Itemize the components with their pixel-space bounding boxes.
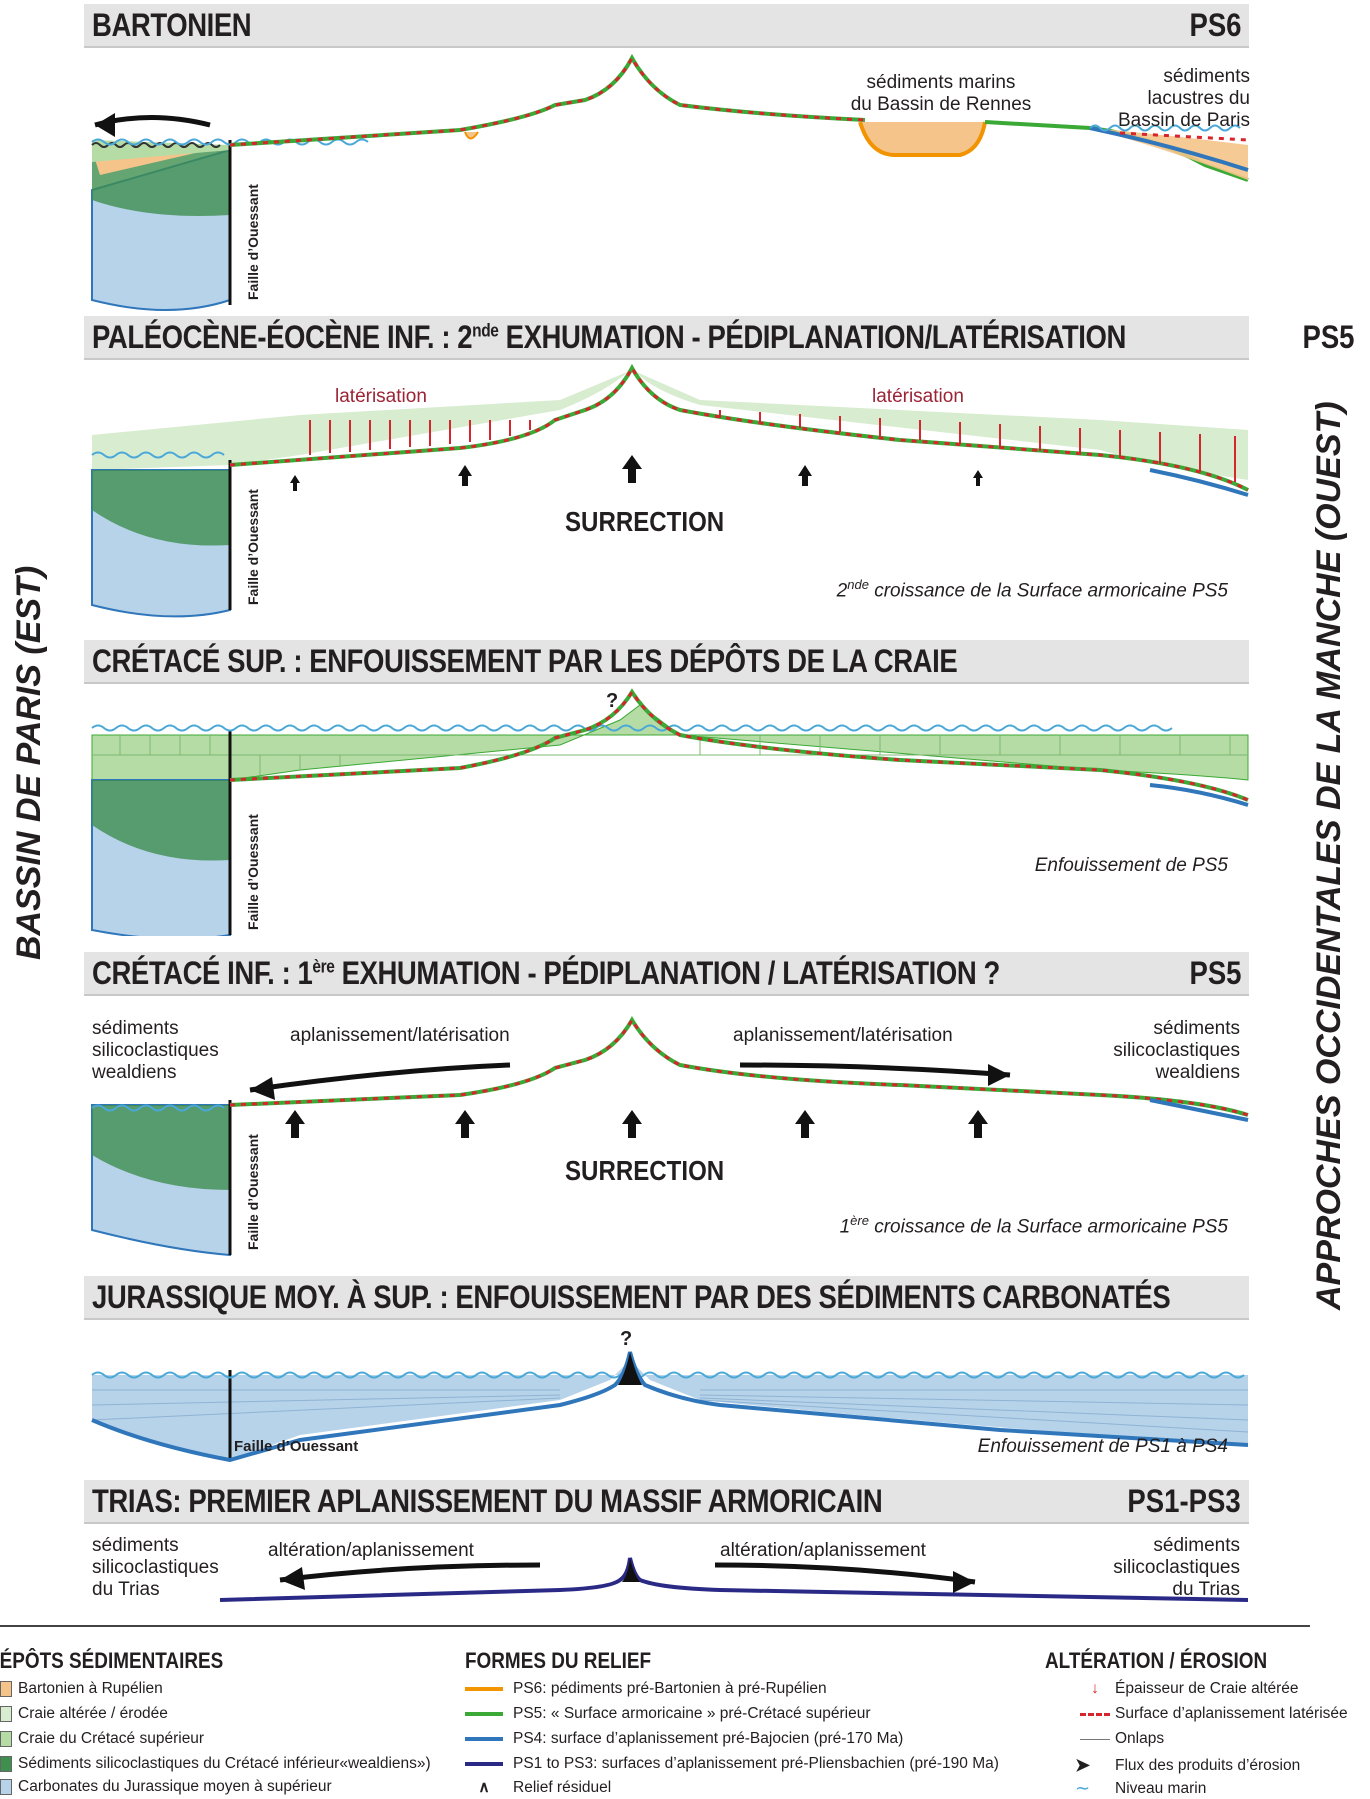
panel-code: PS6 <box>1188 6 1241 43</box>
label-laterisation-right: latérisation <box>872 386 964 407</box>
label-flow-right: aplanissement/latérisation <box>733 1025 953 1046</box>
cross-section-cretace-inf <box>91 1016 1249 1257</box>
caption-cretace-inf: 1ère croissance de la Surface armoricain… <box>839 1213 1228 1238</box>
fault-label-horizontal: Faille d’Ouessant <box>234 1438 359 1455</box>
legend-item-alteration: ∼Niveau marin <box>1075 1778 1207 1798</box>
legend-item-deposit: Sédiments silicoclastiques du Crétacé in… <box>0 1755 431 1773</box>
residual-relief-icon: ∧ <box>478 1779 490 1796</box>
label-flow-right: altération/aplanissement <box>720 1540 926 1561</box>
panel-title: PALÉOCÈNE-ÉOCÈNE INF. : 2nde EXHUMATION … <box>92 318 1126 355</box>
fault-label: Faille d’Ouessant <box>245 814 261 930</box>
panel-header-cretace-sup: CRÉTACÉ SUP. : ENFOUISSEMENT PAR LES DÉP… <box>84 640 1249 684</box>
fault-label: Faille d’Ouessant <box>245 489 261 605</box>
label-flow-left: altération/aplanissement <box>268 1540 474 1561</box>
legend-item-alteration: ↓Épaisseur de Craie altérée <box>1075 1680 1298 1698</box>
legend-item-alteration: Onlaps <box>1075 1730 1164 1748</box>
legend-divider <box>0 1625 1310 1627</box>
panel-title: TRIAS: PREMIER APLANISSEMENT DU MASSIF A… <box>92 1482 883 1519</box>
label-flow-left: aplanissement/latérisation <box>290 1025 510 1046</box>
red-arrow-icon: ↓ <box>1091 1680 1099 1697</box>
panel-header-jurassique: JURASSIQUE MOY. À SUP. : ENFOUISSEMENT P… <box>84 1276 1249 1320</box>
panel-title: CRÉTACÉ SUP. : ENFOUISSEMENT PAR LES DÉP… <box>92 642 958 679</box>
sea-level-icon: ∼ <box>1075 1778 1091 1798</box>
panel-header-bartonien: BARTONIEN PS6 <box>84 4 1249 48</box>
legend-item-relief: PS5: « Surface armoricaine » pré-Crétacé… <box>465 1705 871 1723</box>
legend-title-relief: FORMES DU RELIEF <box>465 1648 652 1673</box>
legend-item-alteration: ➤Flux des produits d’érosion <box>1075 1755 1301 1775</box>
cross-section-trias <box>219 1557 1249 1602</box>
label-uplift: SURRECTION <box>565 506 725 537</box>
panel-title: CRÉTACÉ INF. : 1ère EXHUMATION - PÉDIPLA… <box>92 954 1000 991</box>
caption-jurassique: Enfouissement de PS1 à PS4 <box>977 1436 1228 1457</box>
panel-code: PS1-PS3 <box>1127 1482 1241 1519</box>
cross-section-jurassique <box>91 1351 1249 1463</box>
legend-title-deposits: DÉPÔTS SÉDIMENTAIRES <box>0 1648 224 1673</box>
legend-item-deposit: Craie du Crétacé supérieur <box>0 1730 204 1748</box>
label-rennes-sediments: sédiments marins du Bassin de Rennes <box>850 72 1032 115</box>
label-right-sediments: sédiments silicoclastiques du Trias <box>1113 1535 1240 1600</box>
legend-item-alteration: Surface d’aplanissement latérisée <box>1075 1705 1348 1723</box>
legend-item-deposit: Bartonien à Rupélien <box>0 1680 163 1698</box>
panel-code: PS5 <box>1302 318 1355 355</box>
label-paris-lacustrine: sédiments lacustres du Bassin de Paris <box>1117 66 1250 131</box>
label-laterisation-left: latérisation <box>335 386 427 407</box>
panel-title: BARTONIEN <box>92 6 252 43</box>
legend-item-relief: PS6: pédiments pré-Bartonien à pré-Rupél… <box>465 1680 827 1698</box>
fault-label: Faille d’Ouessant <box>245 184 261 300</box>
cross-section-paleocene <box>91 363 1249 618</box>
cross-section-bartonien <box>91 53 1249 311</box>
legend-title-alteration: ALTÉRATION / ÉROSION <box>1045 1648 1268 1673</box>
legend-item-relief: PS1 to PS3: surfaces d’aplanissement pré… <box>465 1755 999 1773</box>
legend-item-relief: ∧Relief résiduel <box>465 1778 611 1797</box>
cross-section-cretace-sup <box>91 688 1249 936</box>
fault-label: Faille d’Ouessant <box>245 1134 261 1250</box>
panel-header-cretace-inf: CRÉTACÉ INF. : 1ère EXHUMATION - PÉDIPLA… <box>84 952 1249 996</box>
caption-cretace-sup: Enfouissement de PS5 <box>1034 855 1228 876</box>
label-left-sediments: sédiments silicoclastiques du Trias <box>92 1535 219 1600</box>
legend-item-relief: PS4: surface d’aplanissement pré-Bajocie… <box>465 1730 903 1748</box>
label-right-sediments: sédiments silicoclastiques wealdiens <box>1113 1018 1240 1083</box>
label-left-sediments: sédiments silicoclastiques wealdiens <box>92 1018 219 1083</box>
panel-header-trias: TRIAS: PREMIER APLANISSEMENT DU MASSIF A… <box>84 1480 1249 1524</box>
dashed-red-line-icon <box>1080 1712 1110 1716</box>
question-mark: ? <box>606 690 619 712</box>
flow-arrow-icon: ➤ <box>1075 1755 1091 1775</box>
legend-item-deposit: Carbonates du Jurassique moyen à supérie… <box>0 1778 332 1796</box>
panel-code: PS5 <box>1188 954 1241 991</box>
onlap-icon <box>1080 1738 1110 1740</box>
panel-title: JURASSIQUE MOY. À SUP. : ENFOUISSEMENT P… <box>92 1278 1171 1315</box>
label-uplift: SURRECTION <box>565 1155 725 1186</box>
legend-item-deposit: Craie altérée / érodée <box>0 1705 168 1723</box>
question-mark: ? <box>620 1328 633 1350</box>
caption-paleocene: 2nde croissance de la Surface armoricain… <box>836 577 1228 602</box>
panel-header-paleocene: PALÉOCÈNE-ÉOCÈNE INF. : 2nde EXHUMATION … <box>84 316 1355 360</box>
